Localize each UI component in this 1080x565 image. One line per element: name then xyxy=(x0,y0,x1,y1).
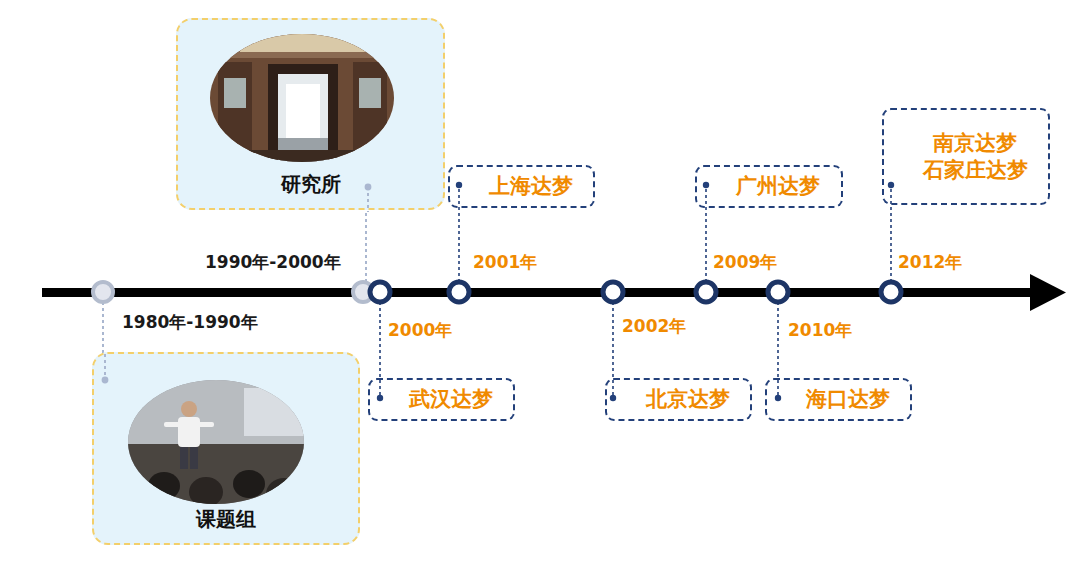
year-label: 2010年 xyxy=(786,320,854,340)
leader-line xyxy=(890,185,892,282)
year-label: 2009年 xyxy=(711,252,779,272)
year-label: 2012年 xyxy=(896,252,964,272)
company-name: 海口达梦 xyxy=(806,386,890,412)
company-box: 南京达梦石家庄达梦 xyxy=(882,108,1050,205)
leader-dot xyxy=(610,395,616,401)
leader-line xyxy=(612,302,614,398)
leader-line xyxy=(777,302,779,398)
leader-line xyxy=(102,302,104,354)
year-label: 2001年 xyxy=(471,252,539,272)
year-label: 1990年-2000年 xyxy=(203,252,343,272)
timeline-marker xyxy=(603,282,623,302)
year-label: 2002年 xyxy=(620,316,688,336)
timeline-marker xyxy=(93,282,113,302)
leader-line xyxy=(705,185,707,282)
leader-dot xyxy=(377,395,383,401)
company-box: 北京达梦 xyxy=(605,378,752,421)
company-text-group: 南京达梦石家庄达梦 xyxy=(923,130,1028,183)
timeline-marker xyxy=(696,282,716,302)
year-label: 1980年-1990年 xyxy=(120,312,260,332)
company-name: 广州达梦 xyxy=(736,173,820,199)
timeline-marker xyxy=(881,282,901,302)
company-box: 海口达梦 xyxy=(765,378,912,421)
year-label: 2000年 xyxy=(386,320,454,340)
leader-dot xyxy=(888,182,894,188)
company-name: 石家庄达梦 xyxy=(923,157,1028,183)
company-name: 武汉达梦 xyxy=(409,386,493,412)
axis-arrowhead xyxy=(1030,274,1066,311)
company-name: 上海达梦 xyxy=(489,173,573,199)
company-name: 南京达梦 xyxy=(933,130,1017,156)
company-text-group: 武汉达梦 xyxy=(409,386,493,412)
timeline-marker xyxy=(370,282,390,302)
company-name: 北京达梦 xyxy=(646,386,730,412)
photo-caption: 研究所 xyxy=(178,172,443,196)
photo-box: 课题组 xyxy=(92,352,360,545)
company-text-group: 上海达梦 xyxy=(489,173,573,199)
timeline-marker xyxy=(449,282,469,302)
leader-line xyxy=(379,302,381,398)
company-box: 广州达梦 xyxy=(695,165,843,208)
leader-dot xyxy=(775,395,781,401)
leader-line xyxy=(458,185,460,282)
timeline-marker xyxy=(768,282,788,302)
leader-dot xyxy=(456,182,462,188)
company-box: 上海达梦 xyxy=(448,165,595,208)
company-text-group: 海口达梦 xyxy=(806,386,890,412)
leader-line xyxy=(365,208,367,282)
leader-dot xyxy=(703,182,709,188)
photo-box: 研究所 xyxy=(176,18,445,210)
company-box: 武汉达梦 xyxy=(368,378,515,421)
company-text-group: 北京达梦 xyxy=(646,386,730,412)
company-text-group: 广州达梦 xyxy=(736,173,820,199)
photo-caption: 课题组 xyxy=(94,507,358,531)
